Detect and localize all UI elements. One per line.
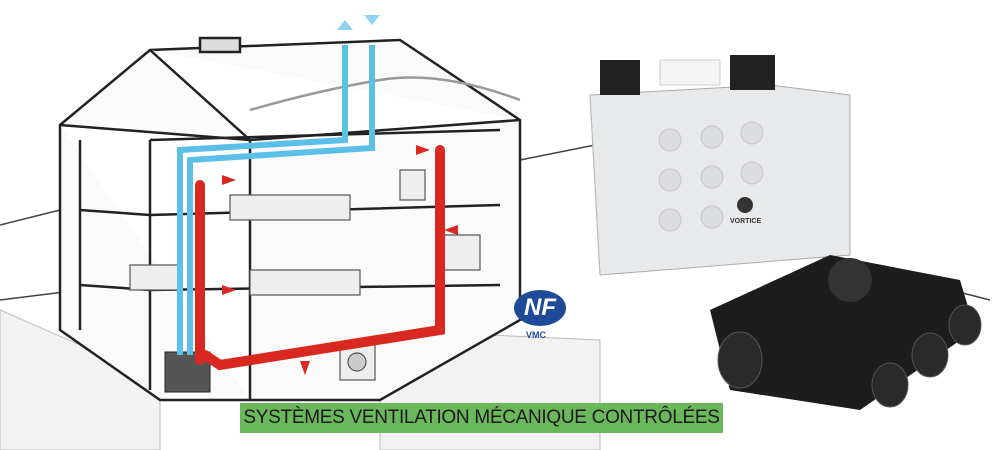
sofa bbox=[249, 269, 361, 296]
brand-label: VORTICE bbox=[730, 218, 762, 225]
extract-airflow-arrows bbox=[222, 145, 458, 375]
plenum-port bbox=[871, 362, 909, 408]
air-out-arrow-icon bbox=[337, 20, 353, 30]
airflow-arrow-icon bbox=[444, 225, 458, 235]
bed bbox=[229, 194, 351, 221]
air-in-arrow-icon bbox=[364, 15, 380, 25]
plenum-port bbox=[948, 304, 982, 346]
airflow-arrow-icon bbox=[416, 145, 430, 155]
brand-logo-icon bbox=[737, 197, 753, 213]
extract-air-duct bbox=[195, 145, 445, 371]
toilet bbox=[399, 169, 426, 201]
airflow-arrow-icon bbox=[300, 361, 310, 375]
plenum-port bbox=[717, 331, 763, 389]
washing-machine-door bbox=[347, 352, 367, 372]
airflow-arrow-icon bbox=[222, 285, 236, 295]
airflow-arrow-icon bbox=[222, 175, 236, 185]
kitchen-stove bbox=[439, 234, 481, 271]
duct-connector bbox=[600, 60, 640, 95]
duct-connector bbox=[730, 55, 775, 90]
vmc-box-product bbox=[589, 55, 851, 276]
fresh-air-duct bbox=[177, 45, 375, 355]
nf-vmc-label: VMC bbox=[526, 330, 546, 340]
nf-certification-logo: NF bbox=[514, 290, 566, 326]
chimney bbox=[198, 36, 242, 54]
title-banner: SYSTÈMES VENTILATION MÉCANIQUE CONTRÔLÉE… bbox=[240, 403, 723, 433]
distribution-plenum-product bbox=[710, 255, 982, 410]
table bbox=[129, 264, 181, 291]
furniture bbox=[129, 169, 481, 381]
plenum-port bbox=[911, 332, 949, 378]
